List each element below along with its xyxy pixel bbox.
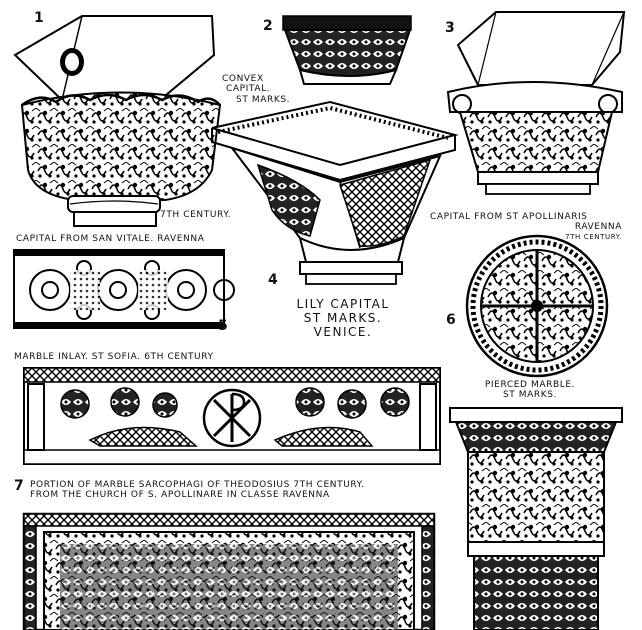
marble-inlay-band [13,249,235,329]
plate-number-6: 6 [446,312,456,328]
plate-number-2: 2 [263,18,273,34]
caption-line: CONVEX [222,74,264,84]
caption-line: ST MARKS. [303,310,383,325]
plate-number-1: 1 [34,10,44,26]
caption-line: RAVENNA [574,222,622,233]
caption-line: PIERCED MARBLE. [484,380,576,390]
plate-number-5: 5 [218,318,228,334]
caption-sarcophagi: PORTION OF MARBLE SARCOPHAGI OF THEODOSI… [30,480,364,501]
capital-san-vitale [13,15,222,227]
caption-line: VENICE. [313,324,373,339]
caption-convex-capital: CONVEX CAPITAL. ST MARKS. [222,74,290,105]
plate-number-3: 3 [445,20,455,36]
caption-san-vitale: CAPITAL FROM SAN VITALE. RAVENNA [16,234,205,244]
caption-line: CAPITAL FROM ST APOLLINARIS [430,212,588,222]
ornate-panel [22,512,436,630]
carved-pier [449,407,623,630]
plate-number-7: 7 [14,478,24,494]
plate-number-4: 4 [268,272,278,288]
caption-st-apollinaris: CAPITAL FROM ST APOLLINARIS RAVENNA 7TH … [430,212,622,241]
capital-lily [211,100,459,285]
caption-line: ST MARKS. [236,94,291,105]
caption-seventh-century: 7TH CENTURY. [160,210,232,220]
caption-line: LILY CAPITAL [296,297,390,311]
pierced-marble-disc [465,234,609,378]
caption-line: CAPITAL. [226,84,271,95]
capital-st-apollinaris [446,11,626,195]
caption-line: ST MARKS. [502,390,558,401]
caption-line: FROM THE CHURCH OF S. APOLLINARE IN CLAS… [30,490,330,501]
caption-marble-inlay: MARBLE INLAY. ST SOFIA. 6TH CENTURY [14,352,214,362]
caption-line: 7TH CENTURY. [565,232,622,241]
capital-convex [282,15,412,85]
caption-pierced-marble: PIERCED MARBLE. ST MARKS. [470,380,590,401]
caption-lily-capital: LILY CAPITAL ST MARKS. VENICE. [278,297,408,339]
caption-line: PORTION OF MARBLE SARCOPHAGI OF THEODOSI… [30,480,365,490]
sarcophagus-panel [23,367,441,465]
